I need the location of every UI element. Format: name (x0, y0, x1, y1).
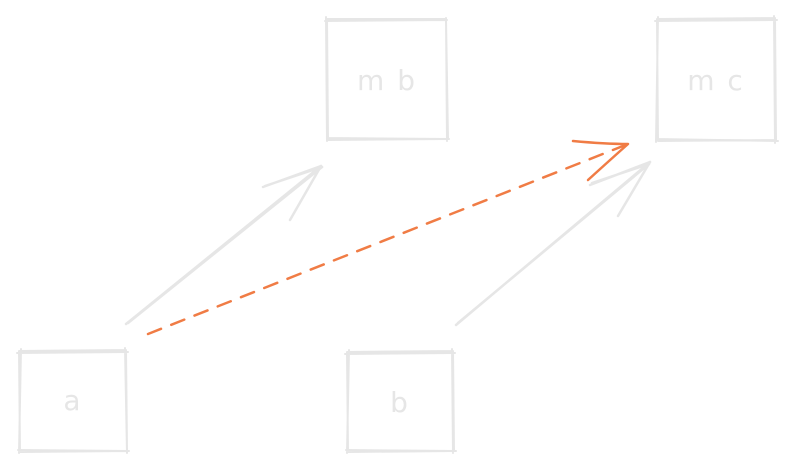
edge-a-to-mb[interactable] (124, 164, 324, 326)
node-a-label: a (63, 384, 82, 417)
node-a[interactable]: a (16, 347, 130, 454)
edge-b-to-mc[interactable] (454, 160, 652, 327)
node-a-box (16, 347, 130, 454)
node-mc[interactable]: m c (654, 15, 779, 144)
edge-a-to-mb-arrowhead (261, 164, 324, 222)
node-b-label: b (390, 386, 410, 419)
node-mb-label: m b (357, 64, 417, 97)
node-mc-label: m c (687, 64, 745, 97)
edge-a-to-mc-line (146, 142, 630, 336)
edge-a-to-mc-highlighted[interactable] (146, 139, 630, 336)
node-mb[interactable]: m b (324, 16, 450, 142)
edge-a-to-mb-line (124, 164, 324, 326)
node-b[interactable]: b (344, 348, 457, 454)
node-mc-box (654, 15, 779, 144)
node-mb-box (324, 16, 450, 142)
edge-a-to-mc-arrowhead (571, 139, 630, 182)
edge-b-to-mc-arrowhead (588, 160, 652, 218)
edge-b-to-mc-line (454, 160, 652, 327)
node-b-box (344, 348, 457, 454)
